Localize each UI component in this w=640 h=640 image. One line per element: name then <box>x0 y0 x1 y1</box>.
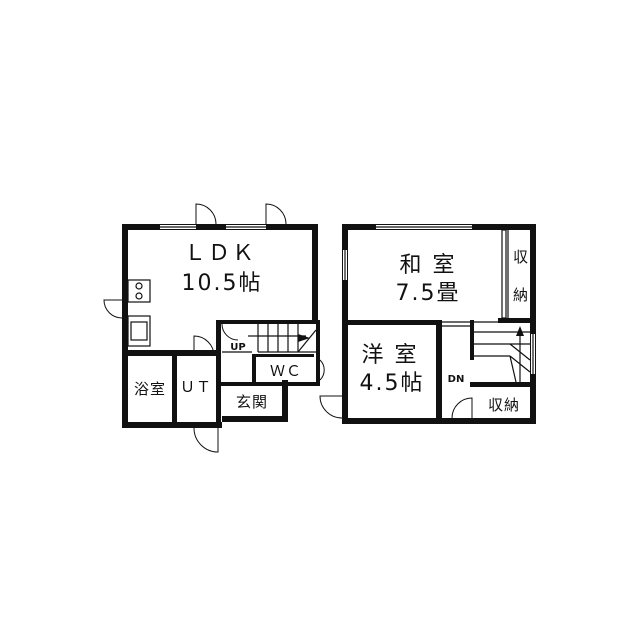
stair-door[interactable] <box>221 323 239 341</box>
ut-door[interactable] <box>193 335 215 357</box>
staircase-up <box>248 324 317 353</box>
bath-label: 浴室 <box>134 380 166 398</box>
bath-ut-wall <box>172 350 177 424</box>
staircase-down <box>474 326 531 383</box>
right-right-outer-wall <box>530 224 536 424</box>
stair-top-wall <box>216 320 316 324</box>
entrance-label: 玄関 <box>236 393 268 411</box>
entrance-bottom-wall <box>222 416 286 422</box>
shuno-door[interactable] <box>451 397 473 419</box>
bottom-outer-wall <box>122 422 222 428</box>
washitsu-bottom-wall-left <box>342 320 442 325</box>
stair-down-label: DN <box>448 374 465 385</box>
closet-sliding-door[interactable] <box>501 229 507 319</box>
wc-left-wall <box>252 354 256 384</box>
ldk-right-wall <box>312 224 318 324</box>
youshitsu-size: 4.5帖 <box>360 371 425 396</box>
sink <box>127 315 151 347</box>
wc-bottom-wall <box>220 382 320 386</box>
ut-right-wall <box>216 320 221 426</box>
shuno-top-wall <box>470 382 536 387</box>
washitsu-label: 和 室 <box>400 253 457 278</box>
closet-bottom-label: 収納 <box>488 396 520 414</box>
youshitsu-right-wall <box>436 320 442 424</box>
entrance-right-wall <box>282 380 288 422</box>
toilet-label: ＷＣ <box>270 362 302 380</box>
stair-left-wall <box>470 320 474 360</box>
washitsu-size: 7.5畳 <box>396 281 461 306</box>
stair-up-label: UP <box>230 342 245 353</box>
washitsu-bottom-wall-right <box>498 318 536 323</box>
stove <box>127 279 151 303</box>
ldk-label: ＬＤＫ <box>184 241 256 266</box>
youshitsu-door[interactable] <box>319 395 343 419</box>
front-door[interactable] <box>193 427 219 453</box>
stair-right-wall <box>316 320 320 382</box>
wc-top-wall <box>252 354 314 357</box>
ldk-size: 10.5帖 <box>182 271 263 296</box>
ldk-bottom-wall <box>122 350 218 356</box>
youshitsu-label: 洋 室 <box>362 343 419 368</box>
ldk-door-2[interactable] <box>265 203 287 225</box>
wc-door[interactable] <box>319 359 325 381</box>
first-floor: ＬＤＫ 10.5帖 浴室 ＵＴ UP ＷＣ 玄関 <box>103 203 325 453</box>
ldk-door-1[interactable] <box>195 203 217 225</box>
ldk-top-wall <box>122 224 318 230</box>
left-outer-wall <box>122 224 128 428</box>
closet-top-label-2: 納 <box>513 286 529 304</box>
second-floor: 和 室 7.5畳 収 納 洋 室 4.5帖 DN 収納 <box>319 224 536 424</box>
side-door[interactable] <box>103 299 123 319</box>
closet-top-label-1: 収 <box>513 248 529 266</box>
utility-label: ＵＴ <box>180 378 212 396</box>
